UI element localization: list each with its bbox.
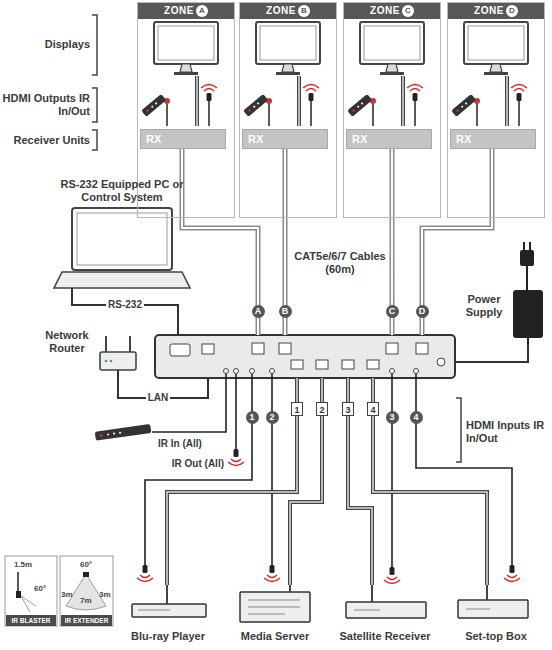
annotation-label: 7m	[80, 596, 94, 605]
unit-label: RX	[456, 130, 535, 148]
zone-title: ZONE	[474, 5, 504, 16]
annotation-label: Displays	[2, 38, 90, 51]
zone-title: ZONE	[370, 5, 400, 16]
source-device: Blu-ray Player	[118, 585, 218, 645]
receiver-unit: RX	[450, 129, 536, 149]
receiver-unit: RX	[242, 129, 328, 149]
callout-number: 3	[386, 411, 399, 424]
annotation-label: 1.5m	[8, 560, 38, 569]
cable-letter: B	[279, 305, 292, 318]
receiver-unit: RX	[346, 129, 432, 149]
annotation-label: 3m	[99, 590, 112, 599]
cable-connector	[167, 378, 297, 585]
input-number: 2	[316, 402, 328, 416]
callout-number: 4	[410, 411, 423, 424]
callout-number: 1	[246, 411, 259, 424]
device-label: Media Server	[225, 630, 325, 643]
cable-connector	[373, 378, 487, 585]
device-label: Satellite Receiver	[330, 630, 440, 643]
zone-letter: A	[196, 5, 208, 17]
zone-panel: ZONEB RX	[239, 2, 337, 218]
unit-label: RX	[352, 130, 431, 148]
annotation-label: IR Out (All)	[146, 457, 224, 470]
input-number: 4	[367, 402, 379, 416]
zone-panel: ZONED RX	[447, 2, 545, 218]
device-label: Blu-ray Player	[118, 630, 218, 643]
source-device: Satellite Receiver	[330, 585, 440, 645]
cable-connector	[455, 345, 528, 362]
cable-letter: A	[252, 305, 265, 318]
zone-title: ZONE	[164, 5, 194, 16]
matrix-switcher: 1234	[155, 335, 455, 378]
device-label: Power Supply	[458, 293, 510, 319]
device-label: RS-232 Equipped PC or Control System	[59, 178, 185, 204]
cable-letter: D	[416, 305, 429, 318]
input-number: 1	[291, 402, 303, 416]
annotation-label: Receiver Units	[0, 134, 90, 147]
annotation-label: 60°	[74, 560, 98, 569]
zone-letter: B	[298, 5, 310, 17]
zone-header: ZONEA	[138, 3, 234, 19]
cable-label: RS-232	[106, 299, 144, 311]
zone-header: ZONEC	[344, 3, 440, 19]
annotation-label: 3m	[61, 590, 75, 599]
cable-label: LAN	[146, 392, 171, 404]
power-supply: Power Supply	[458, 245, 548, 345]
receiver-unit: RX	[140, 129, 226, 149]
network-router: Network Router	[38, 327, 138, 377]
unit-label: RX	[146, 130, 225, 148]
cable-letter: C	[386, 305, 399, 318]
cable-connector	[182, 149, 258, 335]
annotation-label: 60°	[34, 584, 54, 593]
zone-letter: C	[402, 5, 414, 17]
zone-header: ZONEB	[240, 3, 336, 19]
annotation-label: HDMI Inputs IR In/Out	[466, 419, 548, 445]
legend-caption: IR BLASTER	[6, 615, 56, 626]
device-label: Network Router	[38, 329, 96, 355]
source-device: Set-top Box	[448, 585, 544, 645]
annotation-label: CAT5e/6/7 Cables (60m)	[294, 250, 386, 276]
callout-number: 2	[266, 411, 279, 424]
annotation-label: IR In (All)	[158, 437, 230, 450]
zone-letter: D	[506, 5, 518, 17]
source-device: Media Server	[225, 585, 325, 645]
annotation-label: HDMI Outputs IR In/Out	[0, 92, 90, 118]
input-number: 3	[342, 402, 354, 416]
zone-header: ZONED	[448, 3, 544, 19]
zone-title: ZONE	[266, 5, 296, 16]
unit-label: RX	[248, 130, 327, 148]
zone-panel: ZONEC RX	[343, 2, 441, 218]
legend-caption: IR EXTENDER	[61, 615, 112, 626]
device-label: Set-top Box	[448, 630, 544, 643]
control-pc: RS-232 Equipped PC or Control System	[52, 178, 192, 296]
